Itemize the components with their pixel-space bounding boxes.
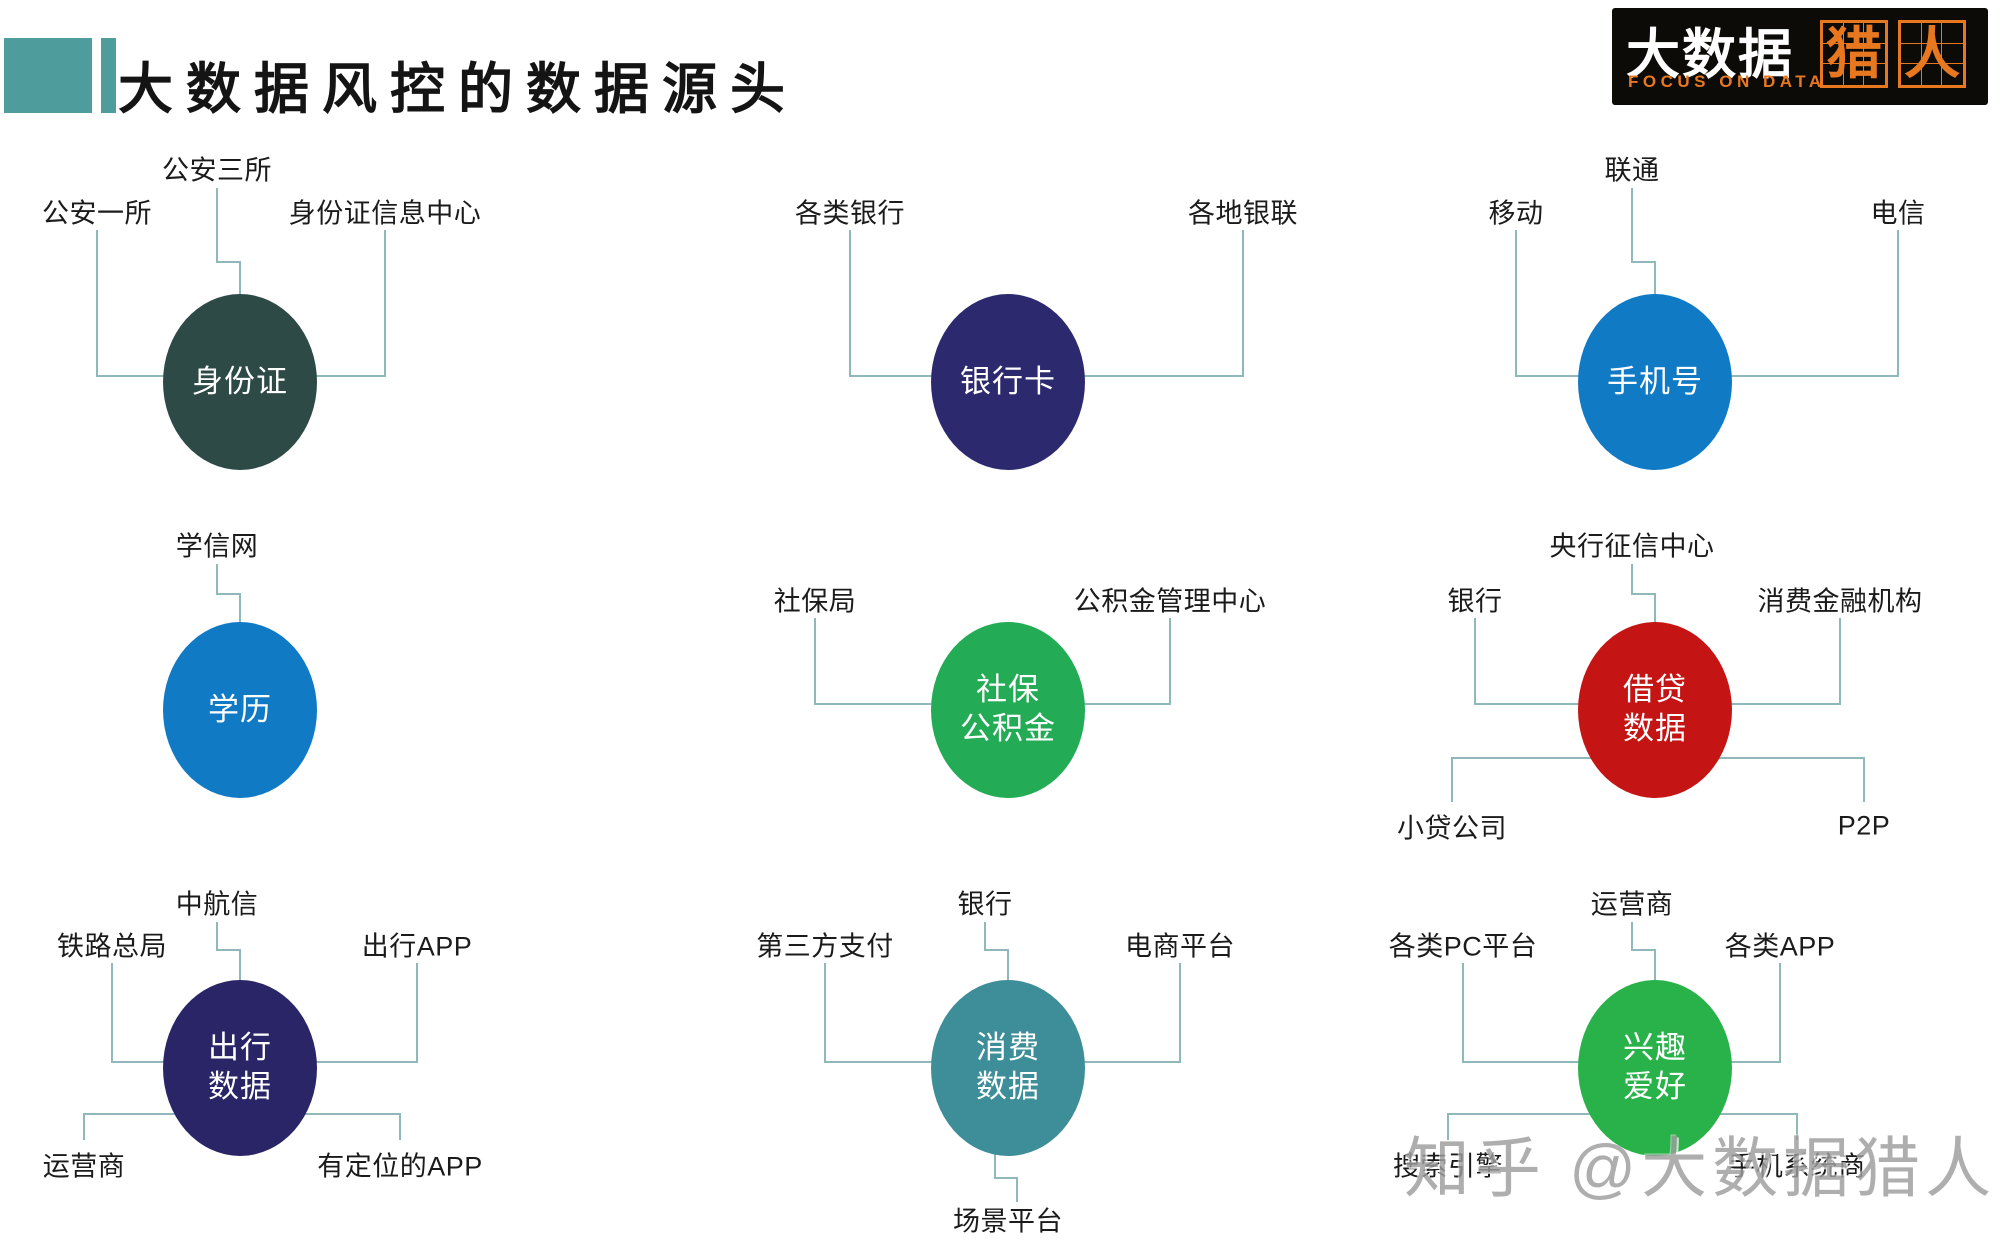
id-card-source-0: 公安一所 [42,198,152,229]
connector-line [216,188,241,298]
brand-stamp-char-2: 人 [1904,21,1960,87]
travel-data-source-2: 出行APP [361,931,473,962]
connector-line [994,1148,1018,1202]
node-id-card: 身份证 [163,294,317,470]
title-deco-bar [101,38,116,113]
connector-line [1447,1113,1640,1140]
connector-line [312,230,386,377]
interests-source-3: 搜索引擎 [1393,1151,1503,1182]
travel-data-source-0: 铁路总局 [57,931,167,962]
connector-line [1631,188,1656,298]
connector-line [1515,230,1583,377]
travel-data-source-3: 运营商 [42,1151,126,1182]
connector-line [1631,922,1656,984]
brand-stamp-char-1: 猎 [1826,21,1882,87]
loan-data-source-0: 银行 [1447,586,1503,617]
consumption-data-source-2: 电商平台 [1125,931,1235,962]
loan-data-source-4: P2P [1837,810,1891,841]
connector-line [1670,757,1865,802]
consumption-data-source-1: 银行 [957,889,1013,920]
phone-number-source-0: 移动 [1488,198,1544,229]
education-source-0: 学信网 [175,531,259,562]
social-security-fund-source-1: 公积金管理中心 [1073,586,1267,617]
node-phone-number: 手机号 [1578,294,1732,470]
title-deco-square [4,38,92,113]
id-card-source-2: 身份证信息中心 [288,198,482,229]
loan-data-source-2: 消费金融机构 [1757,586,1923,617]
connector-line [1727,618,1841,705]
node-bank-card: 银行卡 [931,294,1085,470]
connector-line [1451,757,1640,802]
connector-line [849,230,936,377]
brand-logo: 大数据 FOCUS ON DATA 猎 人 [1612,8,1988,105]
interests-source-4: 手机系统商 [1728,1151,1866,1182]
node-interests: 兴趣 爱好 [1578,980,1732,1156]
connector-line [111,963,168,1063]
travel-data-source-4: 有定位的APP [317,1151,483,1182]
connector-line [824,963,936,1063]
loan-data-source-3: 小贷公司 [1397,813,1507,844]
connector-line [216,922,241,984]
brand-logo-name: 大数据 [1626,25,1794,85]
brand-stamp-box-1: 猎 [1820,20,1888,88]
connector-line [1080,230,1244,377]
consumption-data-source-0: 第三方支付 [756,931,894,962]
page-title: 大数据风控的数据源头 [118,58,799,120]
social-security-fund-source-0: 社保局 [773,586,857,617]
connector-line [312,963,418,1063]
connector-line [1631,564,1656,626]
connector-line [984,922,1009,984]
connector-line [216,564,241,626]
connector-line [1727,963,1781,1063]
node-social-security-fund: 社保 公积金 [931,622,1085,798]
id-card-source-1: 公安三所 [162,155,272,186]
connector-line [1080,618,1171,705]
loan-data-source-1: 央行征信中心 [1549,531,1715,562]
connector-line [814,618,936,705]
connector-line [96,230,168,377]
connector-line [1727,230,1899,377]
bank-card-source-1: 各地银联 [1188,198,1298,229]
connector-line [1462,963,1583,1063]
consumption-data-source-3: 场景平台 [953,1206,1063,1237]
watermark: 知乎 @大数据猎人 [1403,1131,1997,1205]
phone-number-source-1: 联通 [1604,155,1660,186]
node-loan-data: 借贷 数据 [1578,622,1732,798]
interests-source-0: 各类PC平台 [1388,931,1538,962]
travel-data-source-1: 中航信 [175,889,259,920]
node-travel-data: 出行 数据 [163,980,317,1156]
node-consumption-data: 消费 数据 [931,980,1085,1156]
phone-number-source-2: 电信 [1870,198,1926,229]
brand-stamp-box-2: 人 [1898,20,1966,88]
interests-source-2: 各类APP [1724,931,1836,962]
bank-card-source-0: 各类银行 [795,198,905,229]
node-education: 学历 [163,622,317,798]
connector-line [1080,963,1181,1063]
interests-source-1: 运营商 [1590,889,1674,920]
brand-logo-tagline: FOCUS ON DATA [1628,72,1826,91]
connector-line [1474,618,1583,705]
